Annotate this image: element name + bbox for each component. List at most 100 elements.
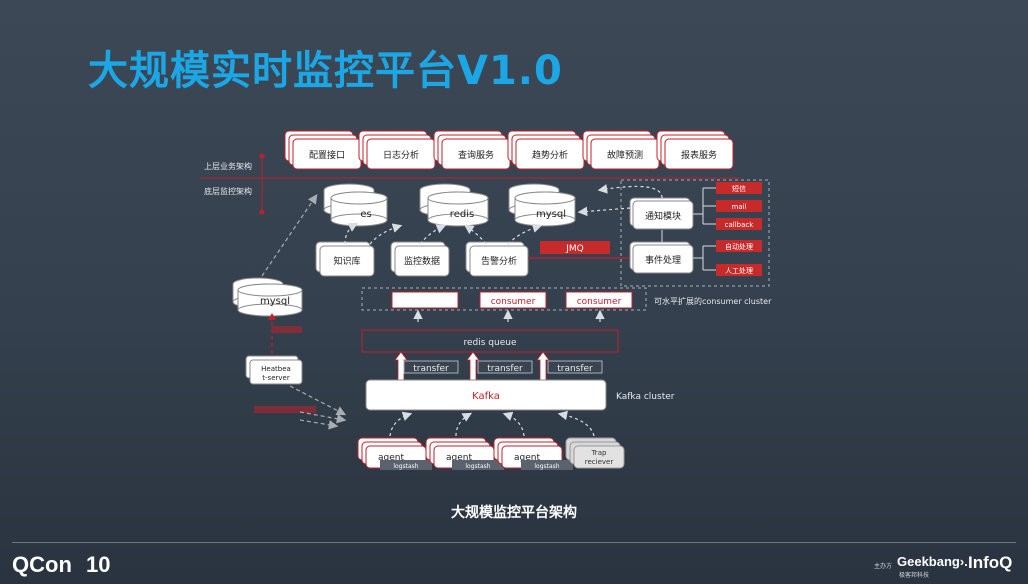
store-es [323, 183, 388, 227]
logstash-label: logstash [465, 463, 490, 470]
consumer-label: consumer [491, 297, 536, 307]
service-stack-log: 日志分析 [358, 130, 436, 170]
diagram-caption: 大规模监控平台架构 [451, 505, 577, 521]
transfer-box [477, 360, 533, 374]
service-label: 日志分析 [383, 149, 419, 161]
transfer-label: transfer [557, 364, 593, 374]
layer-upper-label: 上层业务架构 [204, 161, 252, 171]
kafka-note: Kafka cluster [616, 392, 675, 402]
notify-target-label: mail [732, 203, 747, 211]
processor-knowledge: 知识库 [315, 241, 375, 277]
store-mysql-left [232, 277, 303, 317]
processor-monitor-data: 监控数据 [390, 241, 450, 277]
notify-module: 通知模块 [629, 197, 694, 230]
processor-label: 告警分析 [481, 255, 517, 267]
agent-stack-1: agent logstash [357, 437, 432, 470]
notify-target-callback [716, 218, 762, 230]
event-branch-lines [693, 245, 716, 271]
service-label: 故障预测 [607, 149, 643, 161]
event-target-auto [716, 240, 762, 252]
redis-queue-label: redis queue [464, 338, 517, 348]
event-target-label: 自动处理 [725, 242, 753, 251]
agent-flow-arrows [389, 410, 595, 437]
notify-target-label: callback [725, 221, 755, 229]
notify-target-label: 短信 [732, 184, 746, 193]
trap-label: reciever [585, 458, 614, 466]
event-target-manual [716, 264, 762, 276]
agent-label: agent [446, 453, 472, 463]
geekbang-logo: Geekbang›. [897, 554, 968, 569]
store-redis-label: redis [450, 209, 474, 220]
store-mysql [508, 183, 576, 227]
kafka-box [365, 379, 607, 411]
heartbeat-server: Heatbea t-server [245, 355, 303, 385]
heartbeat-label-bar [272, 326, 302, 333]
qcon-logo: QCon [12, 552, 72, 577]
layer-divider-dot [259, 153, 265, 159]
kafka-label: Kafka [472, 391, 500, 402]
processor-label: 监控数据 [404, 255, 440, 267]
transfer-box [547, 360, 603, 374]
trap-label: Trap [591, 449, 607, 457]
notify-branch-lines [693, 187, 716, 225]
layer-lower-label: 底层监控架构 [204, 186, 252, 196]
flow-arrow-left-mysql [261, 194, 318, 277]
jmq-label: JMQ [565, 244, 584, 254]
infoq-logo: InfoQ [968, 553, 1013, 572]
layer-divider-dot [259, 209, 265, 215]
consumer-note: 可水平扩展的consumer cluster [654, 296, 772, 306]
consumer-box [479, 291, 547, 309]
heartbeat-note-bar [254, 406, 316, 413]
consumer-group [361, 287, 647, 311]
notify-target-mail [716, 200, 762, 212]
agent-label: agent [378, 453, 404, 463]
geekbang-subtitle: 极客邦科技 [899, 572, 930, 579]
transfer-label: transfer [487, 364, 523, 374]
store-redis [419, 183, 489, 227]
heartbeat-flow-arrows [289, 385, 347, 430]
qcon-edition-logo: 10 [86, 552, 111, 577]
store-mysql-label: mysql [536, 209, 566, 220]
service-stack-report: 报表服务 [656, 130, 734, 170]
processor-label: 知识库 [333, 255, 360, 267]
service-stack-fault: 故障预测 [582, 130, 660, 170]
trap-receiver: Trap reciever [565, 437, 625, 469]
transfer-box [403, 360, 459, 374]
event-module: 事件处理 [629, 241, 694, 274]
consumer-label: consumer [577, 297, 622, 307]
service-stack-query: 查询服务 [433, 130, 511, 170]
store-mysql-left-label: mysql [260, 296, 290, 307]
event-label: 事件处理 [645, 254, 681, 266]
service-stack-trend: 趋势分析 [507, 130, 585, 170]
host-label: 主办方 [874, 563, 893, 570]
transfer-arrows [394, 351, 550, 381]
consumer-box [565, 291, 633, 309]
service-stack-config: 配置接口 [284, 130, 362, 170]
agent-stack-2: agent logstash [425, 437, 504, 470]
store-es-label: es [360, 209, 371, 220]
service-label: 报表服务 [681, 149, 717, 161]
consumer-box [391, 291, 459, 309]
flow-arrows-consumer [413, 309, 605, 322]
slide-title: 大规模实时监控平台V1.0 [88, 48, 563, 94]
heartbeat-label: Heatbea [261, 365, 291, 373]
notify-target-sms [716, 182, 762, 194]
notify-label: 通知模块 [645, 210, 681, 222]
event-target-label: 人工处理 [725, 266, 753, 275]
agent-label: agent [514, 453, 540, 463]
transfer-label: transfer [413, 364, 449, 374]
redis-queue-box [361, 329, 619, 353]
notify-group [620, 179, 770, 287]
service-label: 查询服务 [458, 149, 494, 161]
logstash-label: logstash [393, 463, 418, 470]
service-label: 配置接口 [309, 149, 345, 161]
processor-alert: 告警分析 [465, 241, 529, 277]
heartbeat-label: t-server [262, 374, 290, 382]
service-label: 趋势分析 [532, 149, 568, 161]
jmq-box [540, 241, 610, 254]
heartbeat-arrow-head [268, 313, 276, 320]
footer-divider [12, 542, 1016, 543]
flow-arrows-upper [344, 184, 663, 245]
agent-stack-3: agent logstash [493, 437, 573, 470]
